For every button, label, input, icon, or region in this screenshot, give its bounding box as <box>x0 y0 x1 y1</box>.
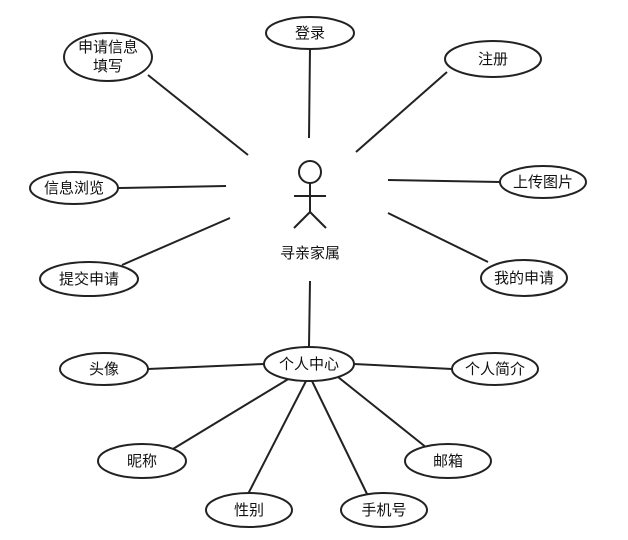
assoc-apply-info <box>147 74 249 156</box>
label-bio: 个人简介 <box>465 360 525 378</box>
assoc-personal-center <box>308 280 311 347</box>
label-avatar: 头像 <box>89 360 119 378</box>
use-case-login <box>265 16 355 50</box>
assoc-login <box>308 47 311 139</box>
assoc-upload-image <box>387 179 501 183</box>
label-submit-application: 提交申请 <box>59 270 119 288</box>
link-avatar <box>147 363 265 370</box>
label-gender: 性别 <box>234 501 264 519</box>
use-case-apply-info <box>63 32 153 82</box>
label-nickname: 昵称 <box>127 452 157 470</box>
use-case-avatar <box>59 352 149 386</box>
link-bio <box>353 363 453 370</box>
use-case-bio <box>451 352 539 386</box>
assoc-register <box>355 71 448 153</box>
label-email: 邮箱 <box>433 452 463 470</box>
label-upload-image: 上传图片 <box>513 173 573 191</box>
label-personal-center: 个人中心 <box>279 355 339 373</box>
link-phone <box>311 380 369 497</box>
label-register: 注册 <box>478 50 508 68</box>
use-case-email <box>404 443 492 479</box>
use-case-my-applications <box>480 259 568 297</box>
link-nickname <box>167 377 291 453</box>
use-case-phone <box>340 492 428 528</box>
link-email <box>337 376 433 453</box>
label-my-applications: 我的申请 <box>494 269 554 287</box>
label-phone: 手机号 <box>361 501 406 519</box>
use-case-personal-center <box>263 346 355 382</box>
actor-icon <box>293 160 327 229</box>
label-browse-info: 信息浏览 <box>44 179 104 197</box>
assoc-my-applications <box>387 212 489 263</box>
assoc-browse-info <box>117 185 227 189</box>
use-case-gender <box>205 492 293 528</box>
use-case-submit-application <box>39 261 139 297</box>
use-case-browse-info <box>29 171 119 205</box>
use-case-nickname <box>97 443 187 479</box>
label-apply-info-line1: 申请信息 <box>78 38 138 56</box>
actor-label: 寻亲家属 <box>280 244 340 262</box>
label-login: 登录 <box>295 24 325 42</box>
label-apply-info-line2: 填写 <box>93 57 123 75</box>
use-case-upload-image <box>499 165 587 199</box>
assoc-submit-application <box>121 217 231 266</box>
link-gender <box>246 380 307 497</box>
use-case-register <box>444 40 542 78</box>
